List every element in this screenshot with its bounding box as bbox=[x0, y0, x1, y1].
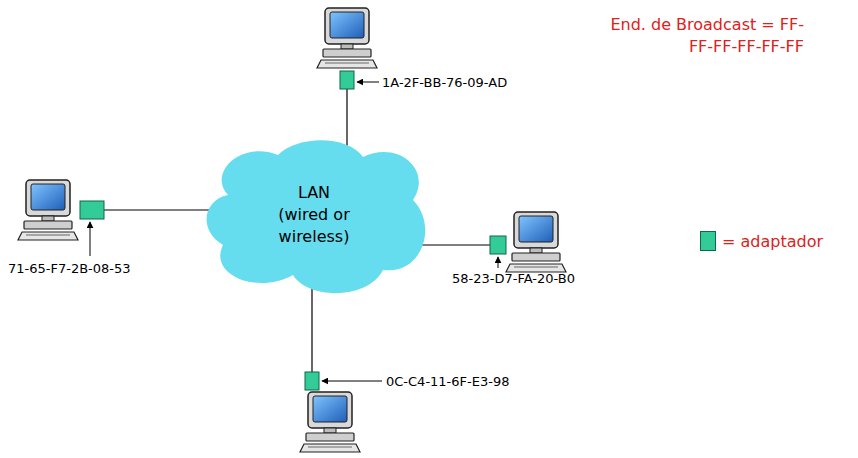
leader-arrows bbox=[90, 82, 498, 381]
mac-address: 58-23-D7-FA-20-B0 bbox=[452, 270, 622, 288]
cloud-outline bbox=[207, 140, 426, 293]
computer-icon bbox=[300, 392, 360, 452]
computer-icon bbox=[317, 8, 377, 68]
mac-address: 71-65-F7-2B-08-53 bbox=[8, 260, 178, 278]
wires bbox=[104, 89, 490, 372]
legend-entry: = adaptador bbox=[700, 231, 823, 251]
lan-cloud: LAN (wired or wireless) bbox=[198, 135, 430, 295]
computer-icon bbox=[506, 212, 566, 272]
computer-icon bbox=[18, 180, 78, 240]
broadcast-note: End. de Broadcast = FF-FF-FF-FF-FF-FF bbox=[596, 14, 804, 58]
legend-swatch bbox=[700, 231, 716, 251]
mac-address: 1A-2F-BB-76-09-AD bbox=[382, 74, 552, 92]
legend-text: = adaptador bbox=[722, 232, 823, 251]
adapters bbox=[80, 71, 506, 390]
mac-address: 0C-C4-11-6F-E3-98 bbox=[386, 373, 556, 391]
node-label: LAN (wired or wireless) bbox=[272, 182, 356, 248]
